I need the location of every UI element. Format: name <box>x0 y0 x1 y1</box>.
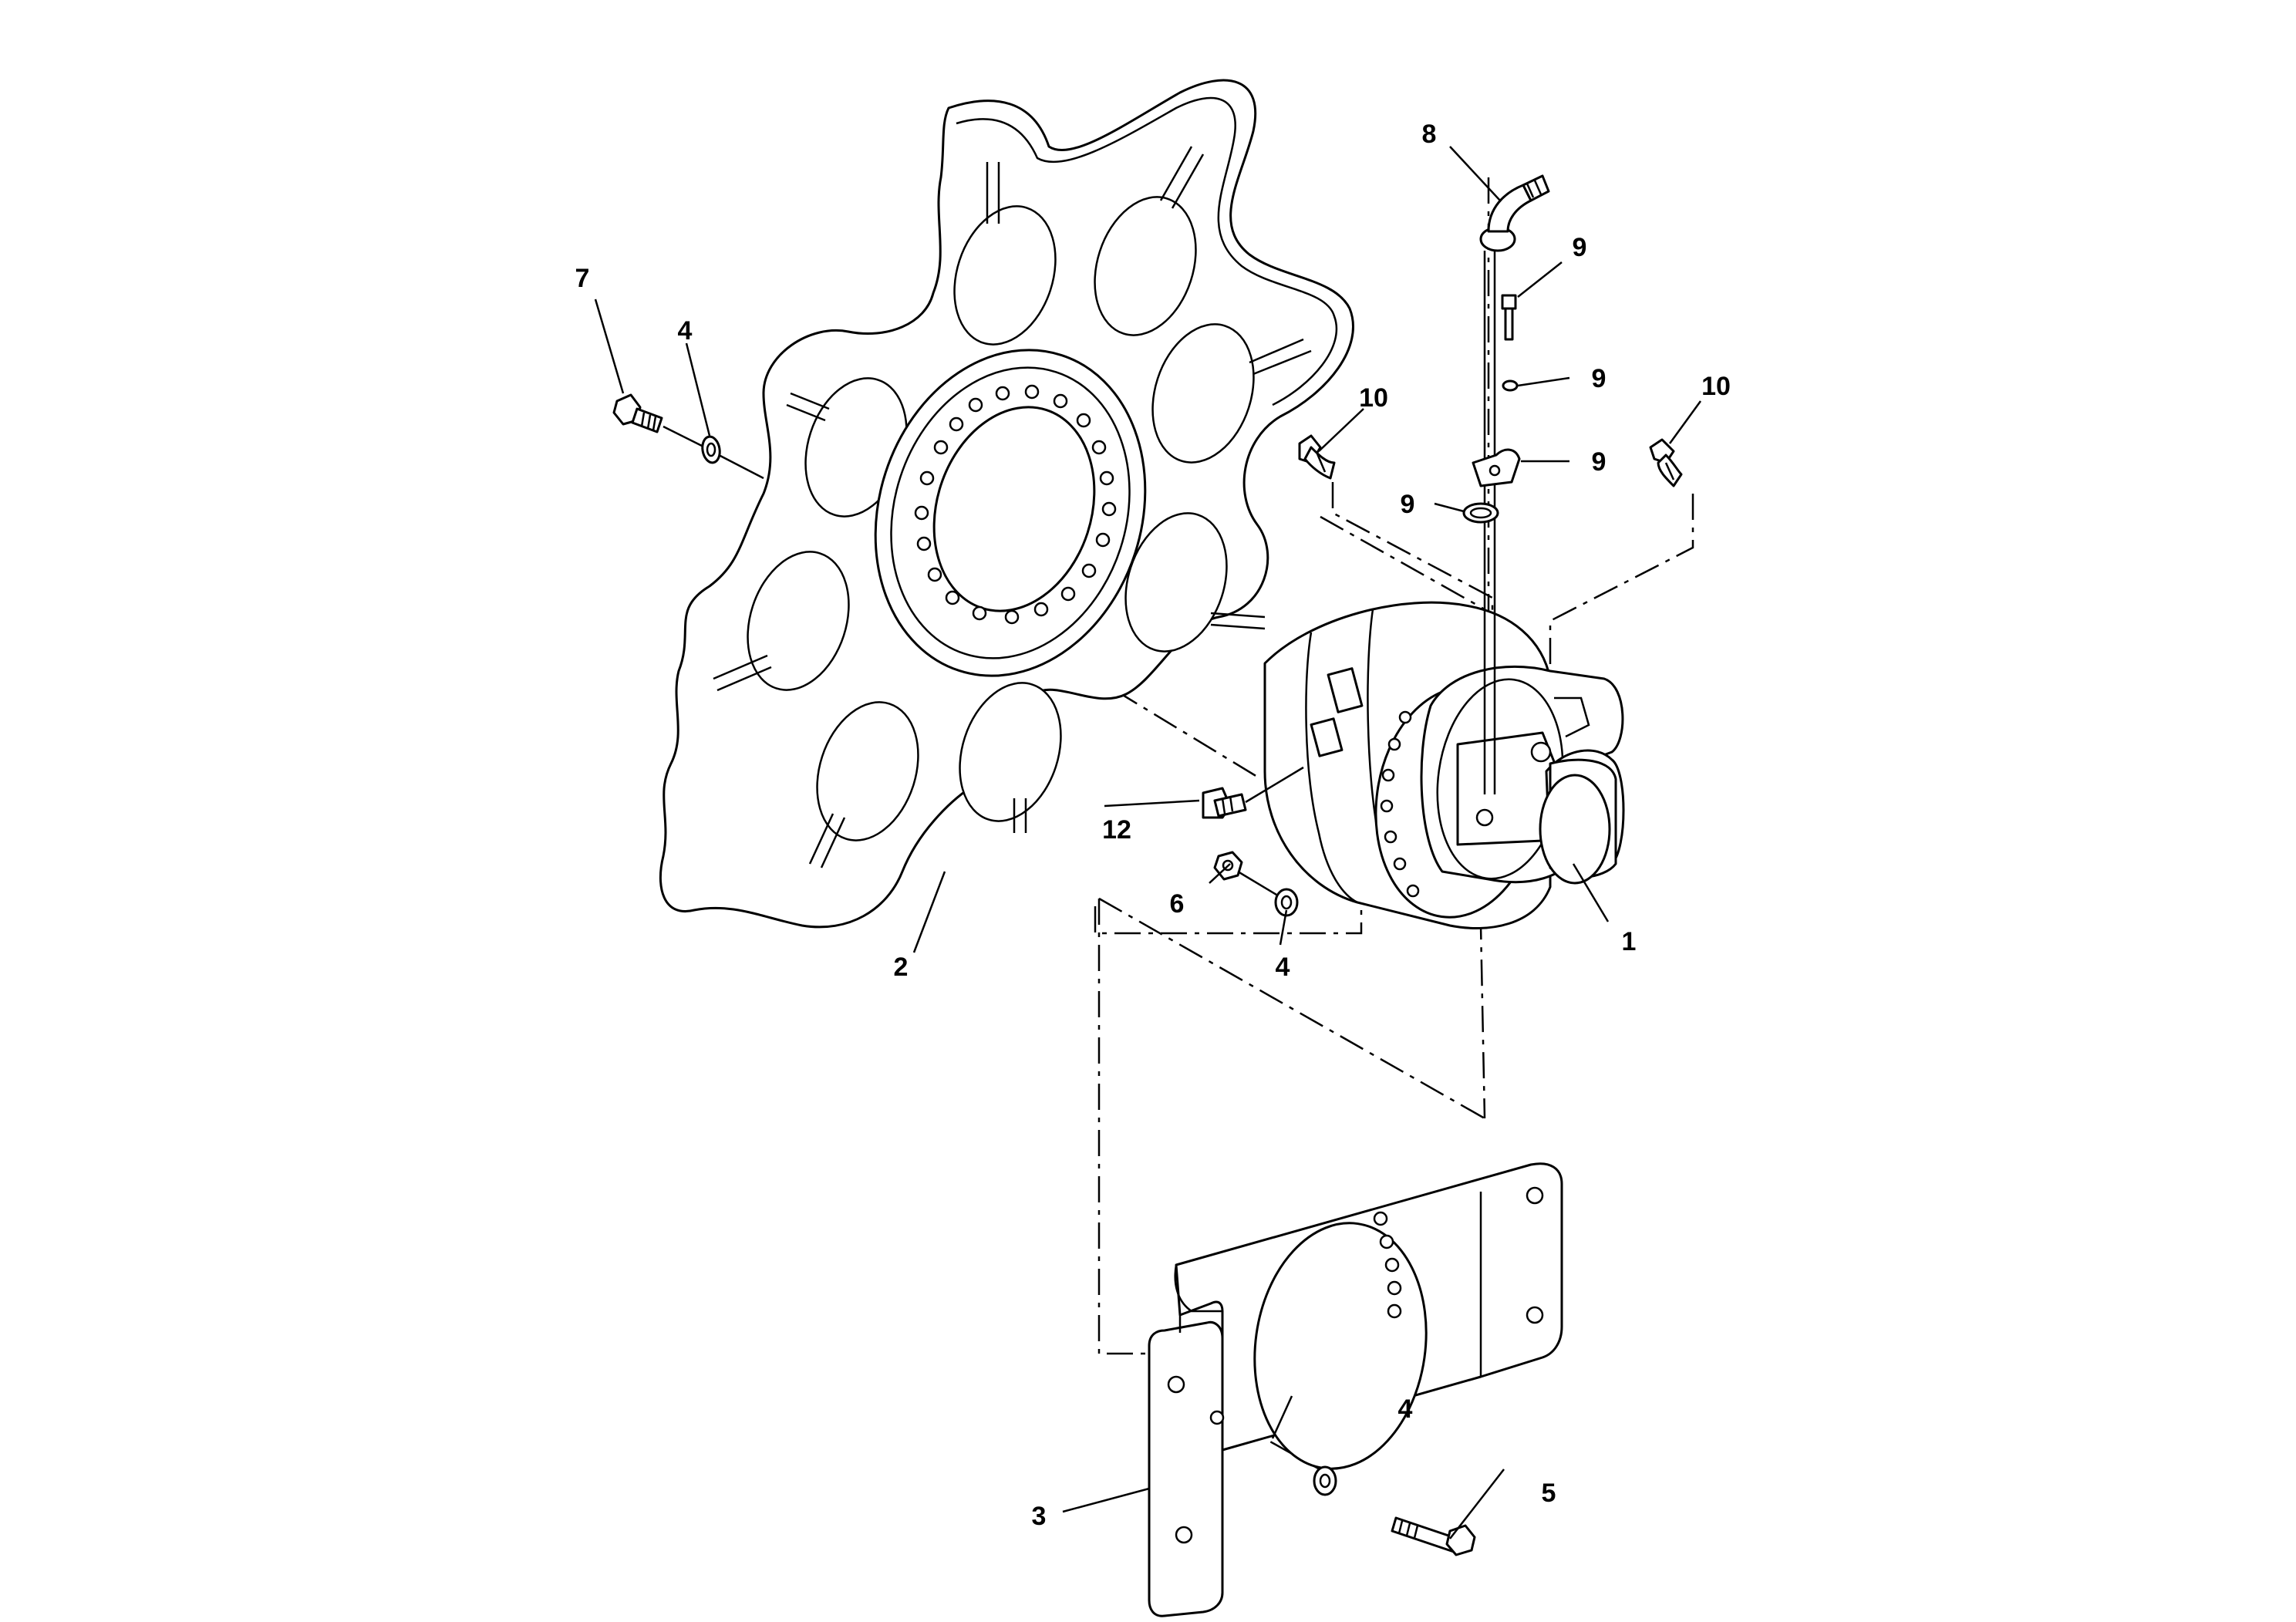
callout-12: 12 <box>1102 815 1131 845</box>
elbow-10-left <box>1298 434 1336 480</box>
callout-7: 7 <box>575 264 590 293</box>
bolt-7 <box>612 393 663 433</box>
bracket-bolt-holes <box>1373 1211 1402 1319</box>
callout-2: 2 <box>894 953 909 982</box>
clamp-9 <box>1472 448 1521 487</box>
washer-4-bottom <box>1313 1465 1337 1496</box>
callout-9-b: 9 <box>1592 364 1607 393</box>
callout-4-bottom: 4 <box>1398 1394 1413 1424</box>
callout-5: 5 <box>1542 1479 1556 1508</box>
sprocket-bolt-holes <box>914 384 1117 625</box>
elbow-10-right <box>1649 438 1683 487</box>
callout-6: 6 <box>1170 889 1185 919</box>
callout-10-right: 10 <box>1701 372 1731 401</box>
callout-1: 1 <box>1622 927 1637 956</box>
motor-flange-holes <box>1380 710 1420 898</box>
callout-8: 8 <box>1422 120 1437 149</box>
callout-3: 3 <box>1032 1502 1047 1531</box>
hose-8 <box>1479 174 1550 794</box>
washer-9-small <box>1502 379 1519 392</box>
callout-labels: 1 2 3 4 5 6 4 12 7 4 8 9 9 9 9 10 10 <box>575 120 1731 1531</box>
callout-4-mid: 4 <box>1276 953 1290 982</box>
washer-4-mid <box>1274 888 1299 917</box>
o-ring-9 <box>1462 502 1499 524</box>
callout-9-d: 9 <box>1401 490 1415 519</box>
fitting-12 <box>1202 787 1247 819</box>
callout-9-c: 9 <box>1592 447 1607 477</box>
callout-leaders <box>594 146 1702 1539</box>
mounting-bracket <box>1148 1162 1563 1617</box>
drive-motor <box>1263 601 1625 929</box>
washer-4-top <box>701 435 721 464</box>
sprocket <box>659 79 1354 929</box>
callout-4-top: 4 <box>678 316 693 346</box>
bolt-9 <box>1501 294 1517 341</box>
callout-10-left: 10 <box>1359 383 1388 413</box>
callout-9-a: 9 <box>1573 233 1587 262</box>
